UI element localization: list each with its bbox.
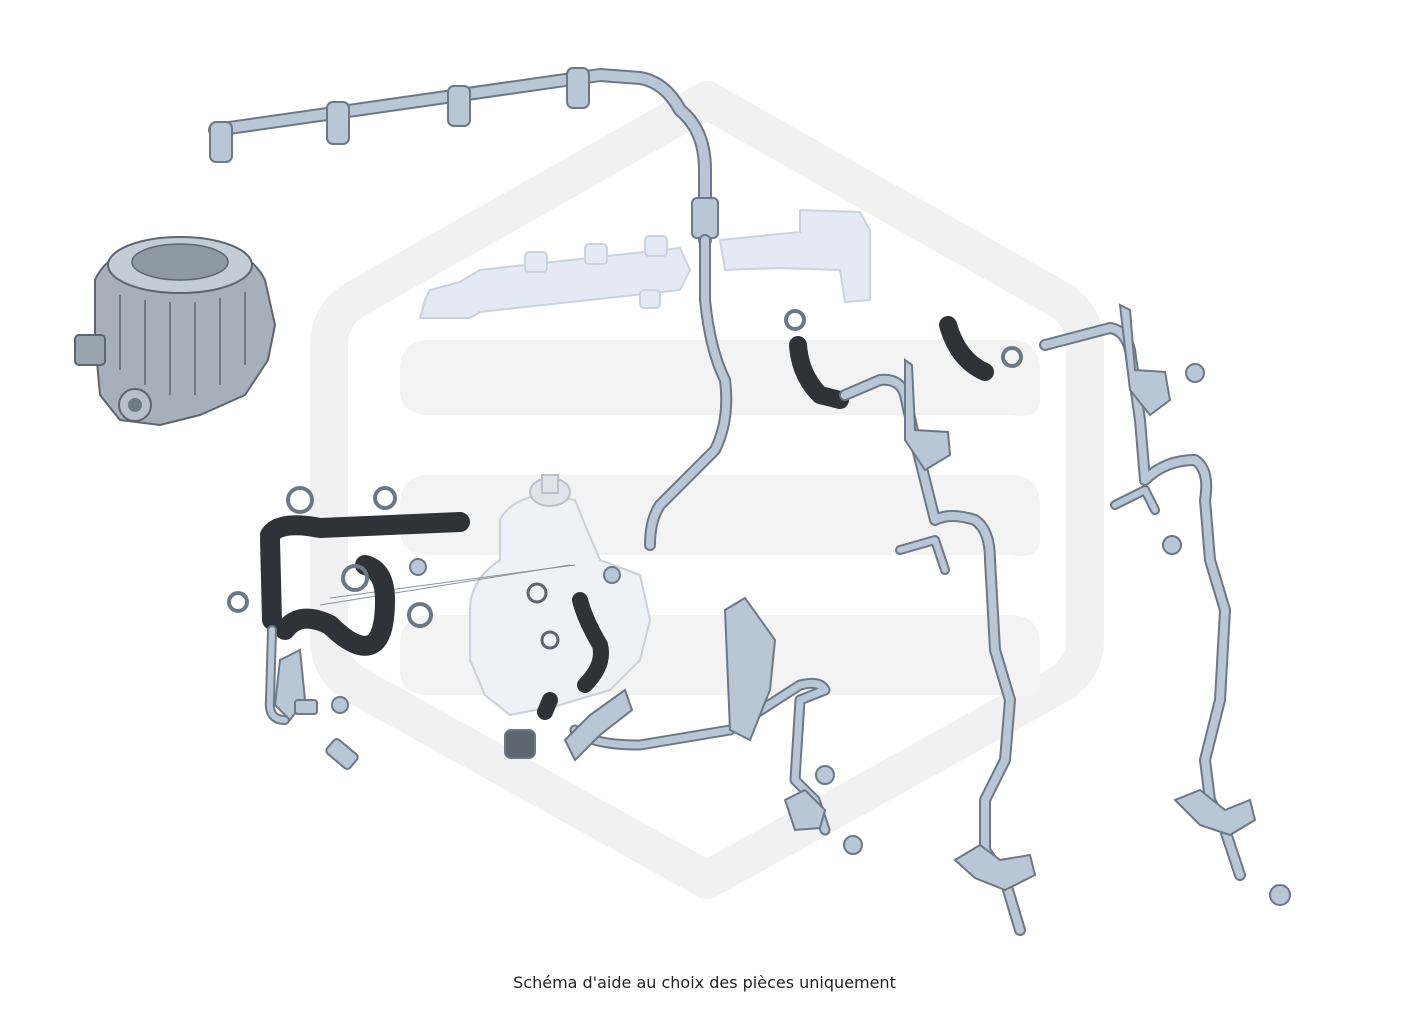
diagram-caption: Schéma d'aide au choix des pièces unique… bbox=[513, 973, 896, 992]
filter-ribs-icon bbox=[119, 292, 246, 395]
bolt-icon bbox=[331, 363, 1291, 906]
pipe-mounting-brackets[interactable] bbox=[273, 303, 1257, 892]
parts-diagram bbox=[74, 67, 1291, 936]
fuel-rail[interactable] bbox=[418, 208, 871, 319]
rubber-fuel-hoses[interactable] bbox=[260, 316, 994, 720]
bolts[interactable] bbox=[294, 363, 1291, 906]
hose-clamps[interactable] bbox=[227, 309, 1023, 628]
fuel-filter-housing[interactable] bbox=[74, 236, 277, 427]
sensor-icon bbox=[294, 699, 536, 770]
injector-fuel-return-line[interactable] bbox=[208, 67, 733, 551]
rail-injector-port-icon bbox=[524, 235, 668, 309]
fuel-feed-pipes[interactable] bbox=[264, 322, 1246, 936]
